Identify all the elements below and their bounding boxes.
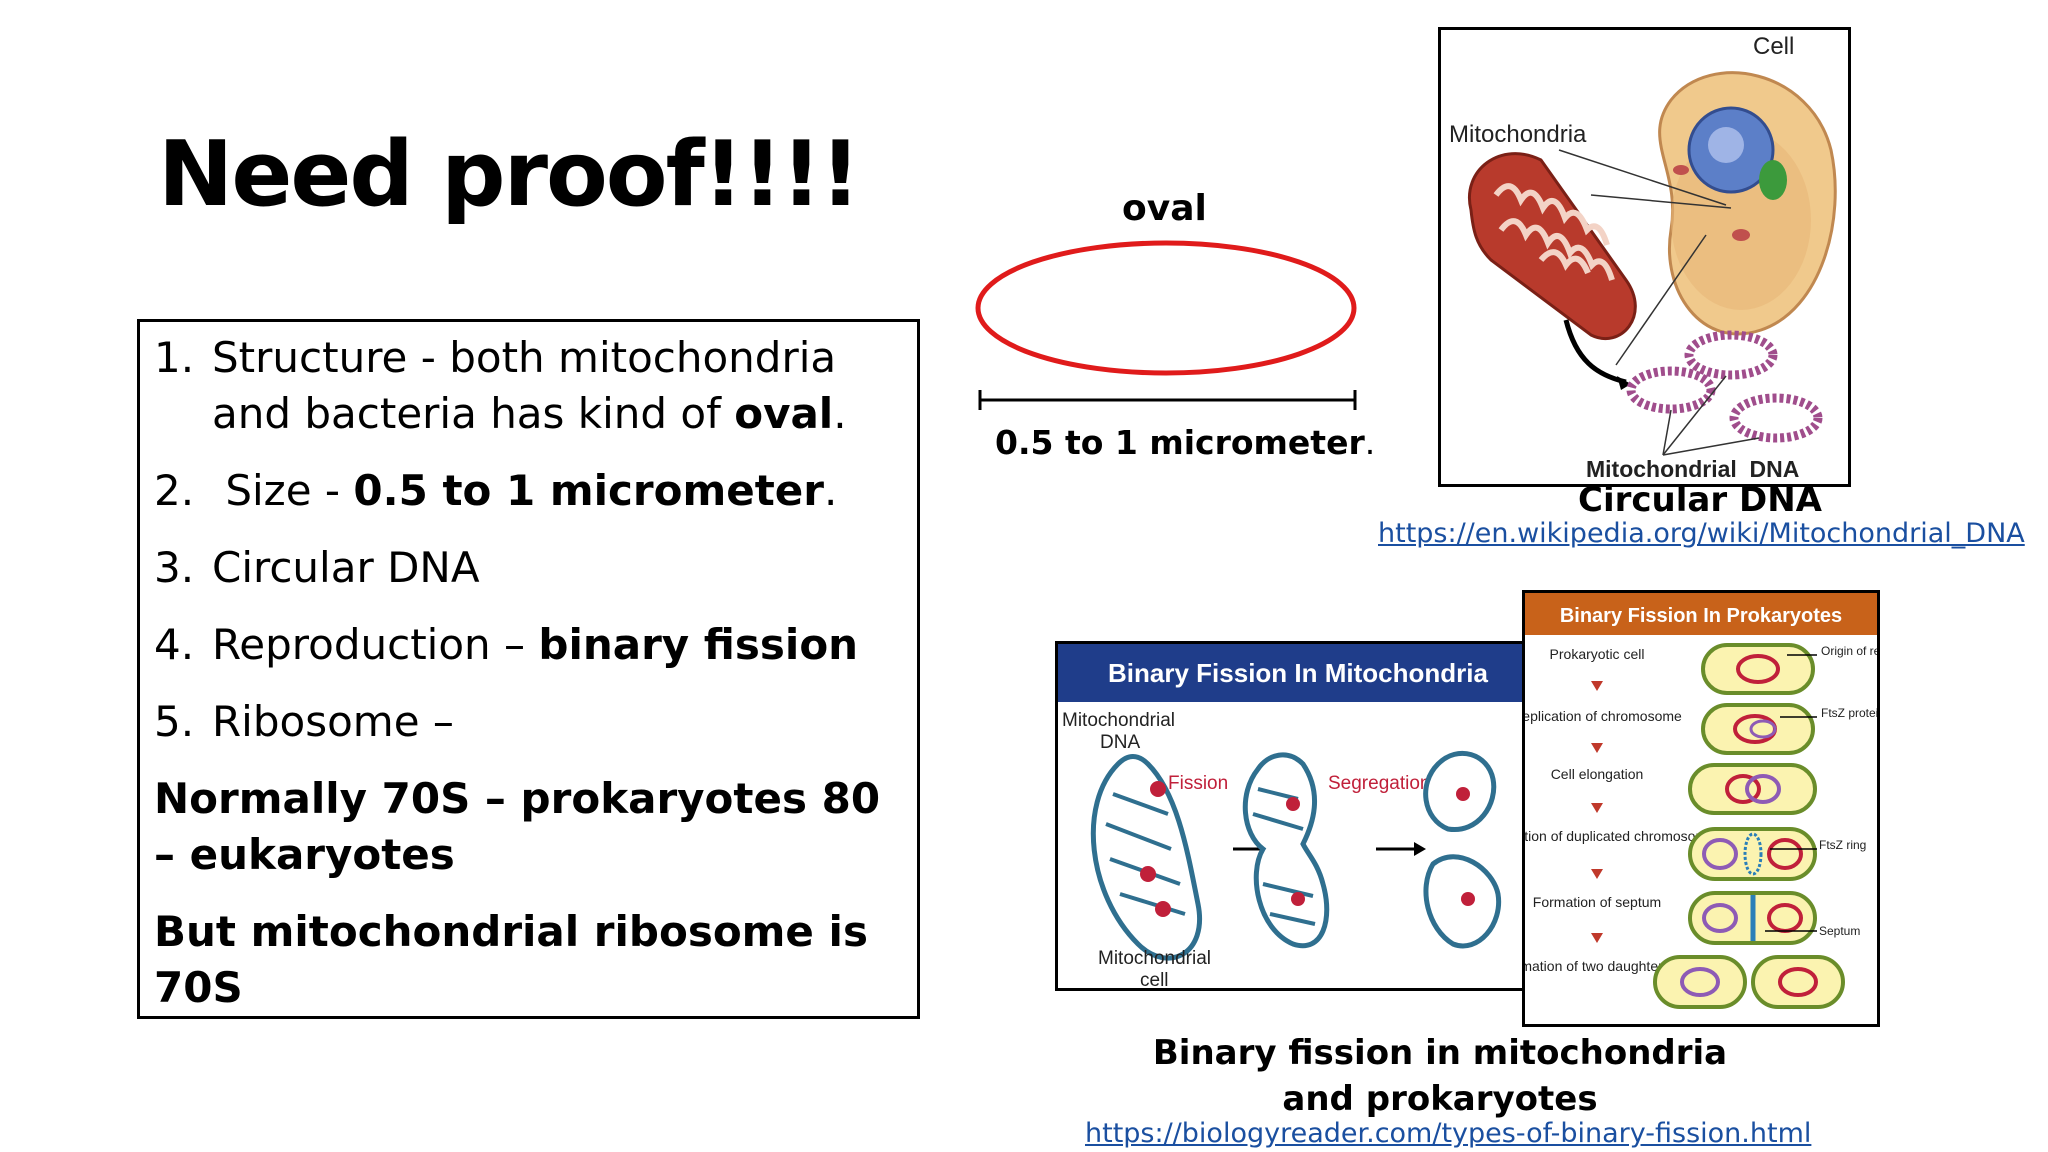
svg-text:FtsZ protein: FtsZ protein <box>1821 706 1877 720</box>
biologyreader-link[interactable]: https://biologyreader.com/types-of-binar… <box>1085 1118 1812 1149</box>
list-number: 5. <box>154 697 195 746</box>
wikipedia-link[interactable]: https://en.wikipedia.org/wiki/Mitochondr… <box>1378 518 2025 549</box>
list-bold-text: binary fission <box>538 620 859 669</box>
list-number: 1. <box>154 333 195 382</box>
svg-text:DNA: DNA <box>1100 732 1140 753</box>
step-labels: Prokaryotic cell Replication of chromoso… <box>1525 646 1715 974</box>
mitochondrion-2 <box>1242 752 1330 949</box>
list-item-1: 1. Structure - both mitochondria and bac… <box>154 330 903 442</box>
circular-dna-caption: Circular DNA <box>1578 480 1822 520</box>
fission-label: Fission <box>1168 773 1228 794</box>
oval-shape <box>975 240 1357 376</box>
list-text: Structure - both mitochondria and bacter… <box>212 333 837 438</box>
cell-label: Cell <box>1753 33 1794 60</box>
svg-text:Separation of duplicated chrom: Separation of duplicated chromosome <box>1525 828 1715 844</box>
svg-text:Formation of two daughter cell: Formation of two daughter cells <box>1525 958 1695 974</box>
mito-fission-header-bg <box>1058 644 1537 702</box>
list-number: 3. <box>154 543 195 592</box>
scale-label: 0.5 to 1 micrometer. <box>995 423 1376 462</box>
svg-text:Cell elongation: Cell elongation <box>1551 766 1644 782</box>
svg-text:FtsZ ring: FtsZ ring <box>1819 838 1866 852</box>
list-bold-text: oval <box>734 389 834 438</box>
list-item-2: 2. Size - 0.5 to 1 micrometer. <box>154 463 903 519</box>
binary-fission-caption: Binary fission in mitochondria and proka… <box>1152 1033 1728 1119</box>
list-text: Size - <box>212 466 354 515</box>
list-bold-text: 0.5 to 1 micrometer <box>353 466 824 515</box>
list-item-5: 5. Ribosome – <box>154 694 903 750</box>
mito-cell-text: Mitochondrial <box>1098 948 1211 969</box>
segregation-label: Segregation <box>1328 773 1430 794</box>
oval-scale-figure <box>975 240 1357 410</box>
list-item-4: 4. Reproduction – binary fission <box>154 617 903 673</box>
ribosome-paragraph: Normally 70S – prokaryotes 80 – eukaryot… <box>154 774 881 879</box>
dna-ring <box>1626 366 1716 414</box>
prok-fission-header: Binary Fission In Prokaryotes <box>1560 605 1842 627</box>
mitochondria-label: Mitochondria <box>1449 121 1587 148</box>
prok-fission-image: Binary Fission In Prokaryotes Prokaryoti… <box>1522 590 1880 1027</box>
svg-text:Septum: Septum <box>1819 924 1860 938</box>
mitochondrion-1 <box>1090 754 1202 961</box>
mito-fission-image: Binary Fission In Mitochondria Mitochond… <box>1055 641 1540 991</box>
list-number: 2. <box>154 466 195 515</box>
list-text: Reproduction – <box>212 620 539 669</box>
prok-fission-header-bg <box>1525 593 1877 635</box>
arrow-icon <box>1563 319 1627 385</box>
oval-label: oval <box>1122 188 1207 229</box>
step-arrows <box>1591 681 1603 943</box>
proof-list-box: 1. Structure - both mitochondria and bac… <box>137 319 920 1019</box>
mito-dna-label: Mitochondrial DNA <box>1586 456 1799 482</box>
mitochondrion <box>1468 152 1637 341</box>
prokaryote-cells <box>1653 643 1845 1009</box>
svg-text:Replication of chromosome: Replication of chromosome <box>1525 708 1682 724</box>
mito-dna-text: Mitochondrial <box>1062 710 1175 731</box>
svg-text:Origin of replication: Origin of replication <box>1821 644 1877 658</box>
list-number: 4. <box>154 620 195 669</box>
dna-ring <box>1684 330 1778 380</box>
svg-text:Formation of septum: Formation of septum <box>1533 894 1661 910</box>
svg-text:cell: cell <box>1140 970 1169 988</box>
cell-mitochondria-image: Cell Mitochondria Mitochondrial DNA <box>1438 27 1851 487</box>
dna-ring <box>1729 393 1823 443</box>
list-item-3: 3. Circular DNA <box>154 540 903 596</box>
svg-text:Prokaryotic cell: Prokaryotic cell <box>1550 646 1645 662</box>
list-text: Ribosome – <box>212 697 454 746</box>
list-text: Circular DNA <box>212 543 480 592</box>
slide-title: Need proof!!!! <box>158 122 861 227</box>
side-labels: Origin of replication FtsZ protein FtsZ … <box>1765 644 1877 938</box>
mito-ribosome-paragraph: But mitochondrial ribosome is 70S <box>154 907 868 1012</box>
mito-fission-header: Binary Fission In Mitochondria <box>1108 658 1488 688</box>
